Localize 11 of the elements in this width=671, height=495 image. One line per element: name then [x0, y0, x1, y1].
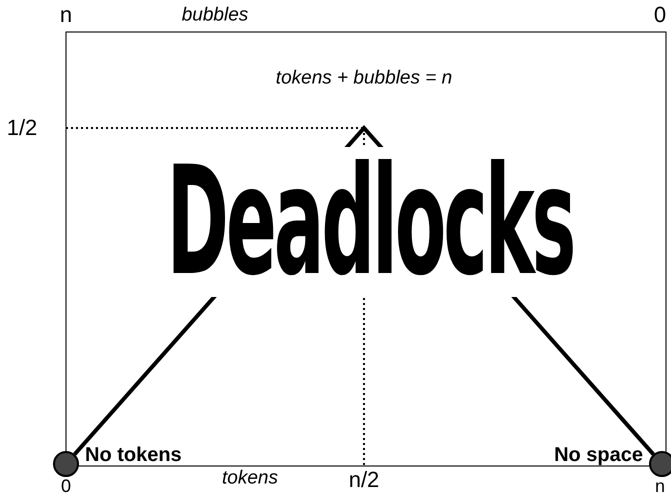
axis-value: 0 [61, 477, 71, 495]
axis-title: tokens [222, 468, 278, 488]
axis-value: n [655, 477, 665, 495]
equation-text: tokens + bubbles = n [276, 68, 452, 88]
axis-value: n [60, 4, 72, 26]
axis-value: 0 [654, 4, 666, 26]
point-caption: No tokens [85, 445, 182, 465]
point-caption: No space [554, 445, 643, 465]
axis-value: n/2 [348, 469, 380, 491]
axis-title: bubbles [182, 6, 248, 24]
axis-value: 1/2 [6, 117, 38, 139]
